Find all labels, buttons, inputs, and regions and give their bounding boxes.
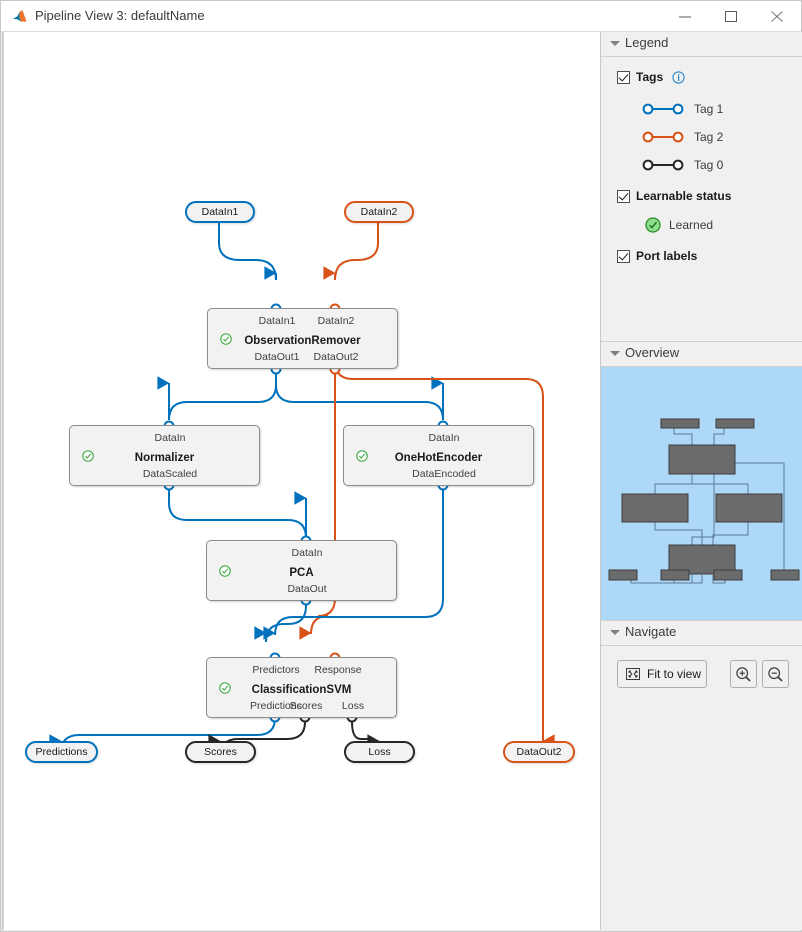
overview-thumbnail[interactable] (601, 367, 802, 621)
learned-status-icon (220, 332, 232, 345)
port-label-out: DataOut1 (254, 351, 300, 363)
chevron-down-icon (610, 41, 620, 46)
terminal-label: DataIn2 (360, 206, 398, 218)
learnable-status-checkbox[interactable] (617, 189, 630, 203)
terminal-label: Scores (204, 746, 237, 758)
legend-tag-2: Tag 2 (641, 130, 723, 144)
port-label-out: Scores (289, 700, 323, 712)
block-name: ClassificationSVM (251, 684, 352, 696)
block-name: ObservationRemover (244, 335, 361, 347)
terminal-label: Predictions (35, 746, 88, 758)
overview-section-title: Overview (625, 345, 680, 360)
matlab-logo-icon (13, 10, 27, 22)
learnable-status-label: Learnable status (636, 189, 732, 203)
port-label-in: Predictors (252, 664, 300, 676)
zoom-in-icon (736, 666, 751, 682)
learned-status-icon (645, 217, 661, 233)
legend-tag-1: Tag 1 (641, 102, 723, 116)
port-label-in: DataIn2 (317, 315, 355, 327)
chevron-down-icon (610, 630, 620, 635)
block-onehotencoder[interactable]: DataIn OneHotEncoder DataEncoded (343, 425, 534, 486)
terminal-label: DataIn1 (201, 206, 239, 218)
port-label-in: DataIn (291, 547, 323, 559)
navigate-body: Fit to view (601, 646, 802, 706)
tag-label: Tag 1 (694, 102, 724, 116)
maximize-button[interactable] (709, 1, 755, 31)
fit-to-view-label: Fit to view (647, 667, 702, 681)
canvas-left-edge (2, 32, 4, 930)
pipeline-canvas[interactable]: DataIn1 DataIn2 DataIn1 DataIn2 Observat… (2, 32, 601, 930)
terminal-label: Loss (368, 746, 391, 758)
title-bar: Pipeline View 3: defaultName (1, 1, 801, 32)
right-panel: Legend Tags Tag 1 (601, 32, 802, 930)
minimize-icon (679, 16, 691, 18)
terminal-datain2[interactable]: DataIn2 (344, 201, 414, 223)
port-label-out: DataScaled (142, 468, 198, 480)
navigate-section-title: Navigate (625, 624, 677, 639)
zoom-out-icon (768, 666, 783, 682)
legend-section-header[interactable]: Legend (601, 32, 802, 57)
window-title: Pipeline View 3: defaultName (35, 8, 205, 23)
tag-label: Tag 0 (694, 158, 724, 172)
overview-minimap (608, 418, 800, 584)
port-labels-label: Port labels (636, 249, 698, 263)
tag-line-icon (642, 159, 684, 171)
terminal-scores[interactable]: Scores (185, 741, 256, 763)
block-pca[interactable]: DataIn PCA DataOut (206, 540, 397, 601)
port-label-in: DataIn (428, 432, 460, 444)
maximize-icon (725, 11, 737, 22)
minimize-button[interactable] (663, 1, 709, 31)
terminal-label: DataOut2 (516, 746, 562, 758)
tag-label: Tag 2 (694, 130, 724, 144)
terminal-loss[interactable]: Loss (344, 741, 415, 763)
port-label-out: DataOut2 (313, 351, 359, 363)
port-labels-checkbox-row[interactable]: Port labels (617, 249, 697, 263)
port-labels-checkbox[interactable] (617, 249, 630, 263)
learnable-status-checkbox-row[interactable]: Learnable status (617, 189, 731, 203)
learned-label: Learned (669, 218, 714, 232)
port-label-in: DataIn (154, 432, 186, 444)
legend-section-title: Legend (625, 35, 669, 50)
block-name: Normalizer (134, 452, 195, 464)
port-label-in: DataIn1 (258, 315, 296, 327)
learned-status-icon (219, 564, 231, 577)
terminal-predictions[interactable]: Predictions (25, 741, 98, 763)
learned-status-icon (82, 449, 94, 462)
close-icon (771, 11, 783, 22)
zoom-in-button[interactable] (730, 660, 757, 688)
terminal-datain1[interactable]: DataIn1 (185, 201, 255, 223)
legend-learned-row: Learned (645, 217, 713, 233)
tags-checkbox[interactable] (617, 70, 630, 84)
overview-section-header[interactable]: Overview (601, 342, 802, 367)
legend-tag-0: Tag 0 (641, 158, 723, 172)
zoom-out-button[interactable] (762, 660, 789, 688)
block-normalizer[interactable]: DataIn Normalizer DataScaled (69, 425, 260, 486)
fit-to-view-icon (626, 668, 640, 680)
port-label-out: Predictions (250, 700, 302, 712)
port-label-in: Response (314, 664, 362, 676)
block-classificationsvm[interactable]: Predictors Response ClassificationSVM Pr… (206, 657, 397, 718)
terminal-dataout2[interactable]: DataOut2 (503, 741, 575, 763)
port-label-out: Loss (341, 700, 365, 712)
legend-body: Tags Tag 1 (601, 57, 802, 342)
learned-status-icon (356, 449, 368, 462)
fit-to-view-button[interactable]: Fit to view (617, 660, 707, 688)
tag-line-icon (642, 103, 684, 115)
close-button[interactable] (755, 1, 801, 31)
info-icon[interactable] (672, 70, 685, 84)
block-name: OneHotEncoder (394, 452, 483, 464)
block-observationremover[interactable]: DataIn1 DataIn2 ObservationRemover DataO… (207, 308, 398, 369)
tags-checkbox-row[interactable]: Tags (617, 70, 685, 84)
port-label-out: DataEncoded (412, 468, 476, 480)
tags-label: Tags (636, 70, 664, 84)
chevron-down-icon (610, 351, 620, 356)
block-name: PCA (289, 567, 314, 579)
learned-status-icon (219, 681, 231, 694)
port-label-out: DataOut (287, 583, 327, 595)
navigate-section-header[interactable]: Navigate (601, 621, 802, 646)
tag-line-icon (642, 131, 684, 143)
